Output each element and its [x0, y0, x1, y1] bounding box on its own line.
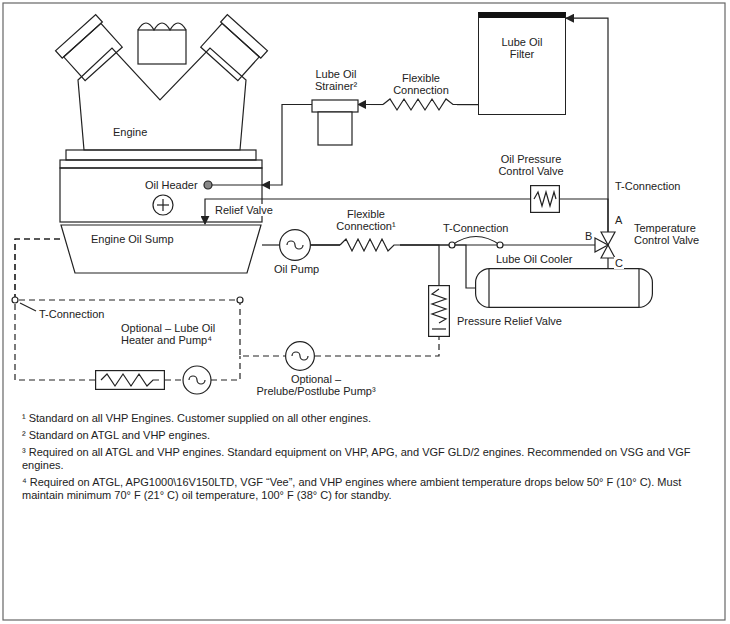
footnote: ² Standard on ATGL and VHP engines. — [22, 429, 712, 442]
node-label: Engine — [112, 126, 148, 138]
strainer-box: Lube Oil Strainer² — [312, 100, 358, 145]
oil-sump-outline — [60, 224, 262, 274]
strainer-box-outline — [312, 100, 358, 145]
node-label: Engine Oil Sump — [90, 233, 175, 245]
three-way-valve: Temperature Control Valve — [595, 232, 621, 258]
oil-sump: Engine Oil Sump — [60, 224, 262, 274]
pipe-line — [262, 105, 312, 186]
node-label: Temperature Control Valve — [633, 222, 705, 246]
node-label: Lube Oil Filter — [491, 36, 553, 60]
relief-valve-symbol: Pressure Relief Valve — [428, 285, 450, 337]
pipe-line — [315, 337, 439, 356]
pipe-line — [566, 18, 608, 232]
part-label: Flexible Connection — [385, 72, 457, 96]
pressure-control-valve-outline — [530, 185, 560, 213]
heater-pump-symbol — [165, 356, 240, 394]
node-label: Oil Pump — [273, 263, 320, 275]
filter-box: Lube Oil Filter — [478, 12, 566, 115]
three-way-valve-outline — [595, 232, 621, 258]
pressure-control-valve: Oil Pressure Control Valve — [530, 185, 560, 213]
engine-block: Engine — [60, 8, 262, 193]
heater-box-outline — [95, 370, 165, 390]
pipe-line — [607, 258, 608, 268]
pump-circle: Oil Pump — [279, 229, 311, 261]
part-label: Relief Valve — [214, 204, 274, 216]
pipe-line — [262, 244, 279, 245]
node-label: Lube Oil Cooler — [495, 253, 573, 265]
footnote: ⁴ Required on ATGL, APG1000\16V150LTD, V… — [22, 476, 712, 502]
port-letter: C — [614, 257, 624, 269]
part-label: Flexible Connection¹ — [330, 208, 402, 232]
frame — [3, 3, 725, 620]
port-letter: A — [614, 214, 623, 226]
prelube-pump-circle-outline — [285, 341, 315, 371]
pipe-line — [560, 199, 608, 232]
part-label: Oil Header — [144, 179, 199, 191]
cooler-cylinder-outline — [475, 268, 653, 308]
node-label: Optional – Lube Oil Heater and Pump⁴ — [120, 322, 237, 346]
part-label: T-Connection — [38, 308, 105, 320]
node-label: Oil Pressure Control Valve — [488, 153, 574, 177]
relief-valve-symbol-outline — [428, 285, 450, 337]
part-label: T-Connection — [442, 222, 509, 234]
prelube-pump-circle: Optional – Prelube/Postlube Pump³ — [285, 341, 315, 371]
footnote: ³ Required on all ATGL and VHP engines. … — [22, 446, 712, 472]
engine-drawing — [56, 15, 268, 222]
node-label: Pressure Relief Valve — [456, 315, 563, 327]
part-label: T-Connection — [614, 180, 681, 192]
footnote: ¹ Standard on all VHP Engines. Customer … — [22, 412, 712, 425]
node-label: Optional – Prelube/Postlube Pump³ — [250, 373, 382, 397]
port-letter: B — [584, 230, 593, 242]
cooler-cylinder: Lube Oil Cooler — [475, 268, 653, 308]
node-label: Lube Oil Strainer² — [304, 68, 368, 92]
heater-box: Optional – Lube Oil Heater and Pump⁴ — [95, 370, 165, 390]
pump-circle-outline — [279, 229, 311, 261]
